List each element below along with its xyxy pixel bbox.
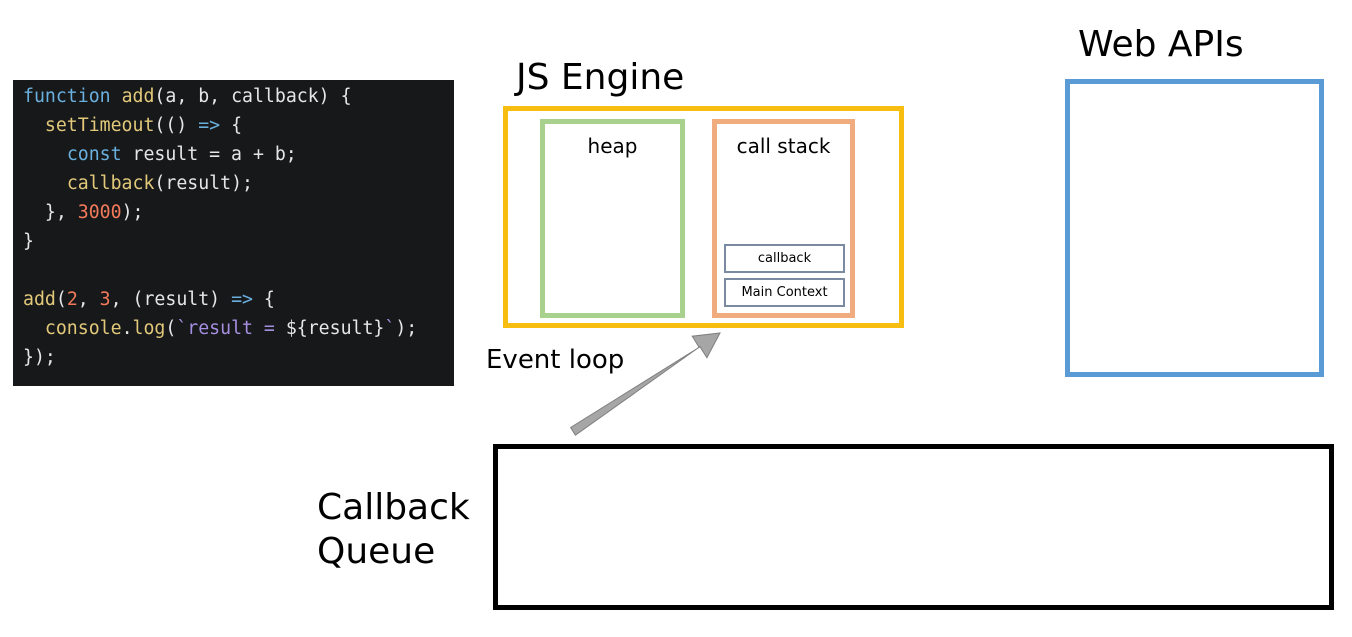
code-token: ,	[77, 289, 100, 310]
code-line: }, 3000);	[23, 198, 454, 227]
callback-queue-title: Callback Queue	[317, 486, 470, 574]
code-token: (	[55, 289, 67, 310]
code-line: }	[23, 227, 454, 256]
call-stack-box: call stack	[712, 119, 855, 318]
js-engine-title: JS Engine	[516, 57, 685, 98]
callback-queue-box	[493, 444, 1334, 610]
code-line: console.log(`result = ${result}`);	[23, 314, 454, 343]
heap-box: heap	[540, 119, 685, 318]
code-token: result = a + b;	[121, 144, 297, 165]
code-token: {	[252, 289, 275, 310]
code-token: .	[121, 318, 133, 339]
code-token: 3	[99, 289, 111, 310]
code-token: callback	[66, 173, 155, 194]
code-token: (	[165, 318, 177, 339]
web-apis-title: Web APIs	[1078, 24, 1244, 65]
code-token: 3000	[77, 202, 122, 223]
code-line: setTimeout(() => {	[23, 111, 454, 140]
code-token	[23, 115, 45, 136]
code-token: `result =	[176, 318, 286, 339]
code-token: function	[23, 86, 122, 107]
code-token: =>	[198, 115, 221, 136]
event-loop-arrow-icon	[569, 332, 721, 436]
heap-label: heap	[587, 134, 638, 158]
code-token: {	[220, 115, 243, 136]
code-snippet: function add(a, b, callback) { setTimeou…	[13, 80, 454, 386]
call-stack-label: call stack	[736, 134, 831, 158]
code-line: callback(result);	[23, 169, 454, 198]
code-token: ${result}	[285, 318, 385, 339]
code-token: , (result)	[110, 289, 232, 310]
code-token: }	[23, 231, 34, 252]
code-token	[23, 144, 67, 165]
code-token: log	[132, 318, 166, 339]
code-token: 2	[66, 289, 78, 310]
code-token	[23, 318, 45, 339]
code-token: (a, b, callback) {	[154, 86, 352, 107]
code-text: function add(a, b, callback) { setTimeou…	[23, 82, 454, 372]
code-line: ​	[23, 256, 454, 285]
callback-queue-title-line2: Queue	[317, 531, 436, 572]
code-token: },	[23, 202, 78, 223]
code-token	[23, 173, 67, 194]
stack-frame-callback: callback	[724, 244, 845, 273]
code-line: function add(a, b, callback) {	[23, 82, 454, 111]
code-line: });	[23, 343, 454, 372]
code-line: const result = a + b;	[23, 140, 454, 169]
callback-queue-title-line1: Callback	[317, 487, 470, 528]
code-token: const	[66, 144, 122, 165]
code-token: add	[23, 289, 56, 310]
code-line: add(2, 3, (result) => {	[23, 285, 454, 314]
code-token: (()	[154, 115, 199, 136]
event-loop-label: Event loop	[486, 345, 625, 375]
stack-frame-main-context: Main Context	[724, 278, 845, 307]
js-engine-box	[503, 106, 904, 328]
code-token: setTimeout	[44, 115, 155, 136]
code-token: );	[395, 318, 418, 339]
code-token: add	[121, 86, 155, 107]
code-token: `	[384, 318, 396, 339]
code-token: (result);	[154, 173, 253, 194]
code-token: =>	[231, 289, 253, 310]
code-token: console	[44, 318, 122, 339]
code-token: });	[23, 347, 56, 368]
web-apis-box	[1065, 79, 1324, 377]
code-token: );	[121, 202, 144, 223]
